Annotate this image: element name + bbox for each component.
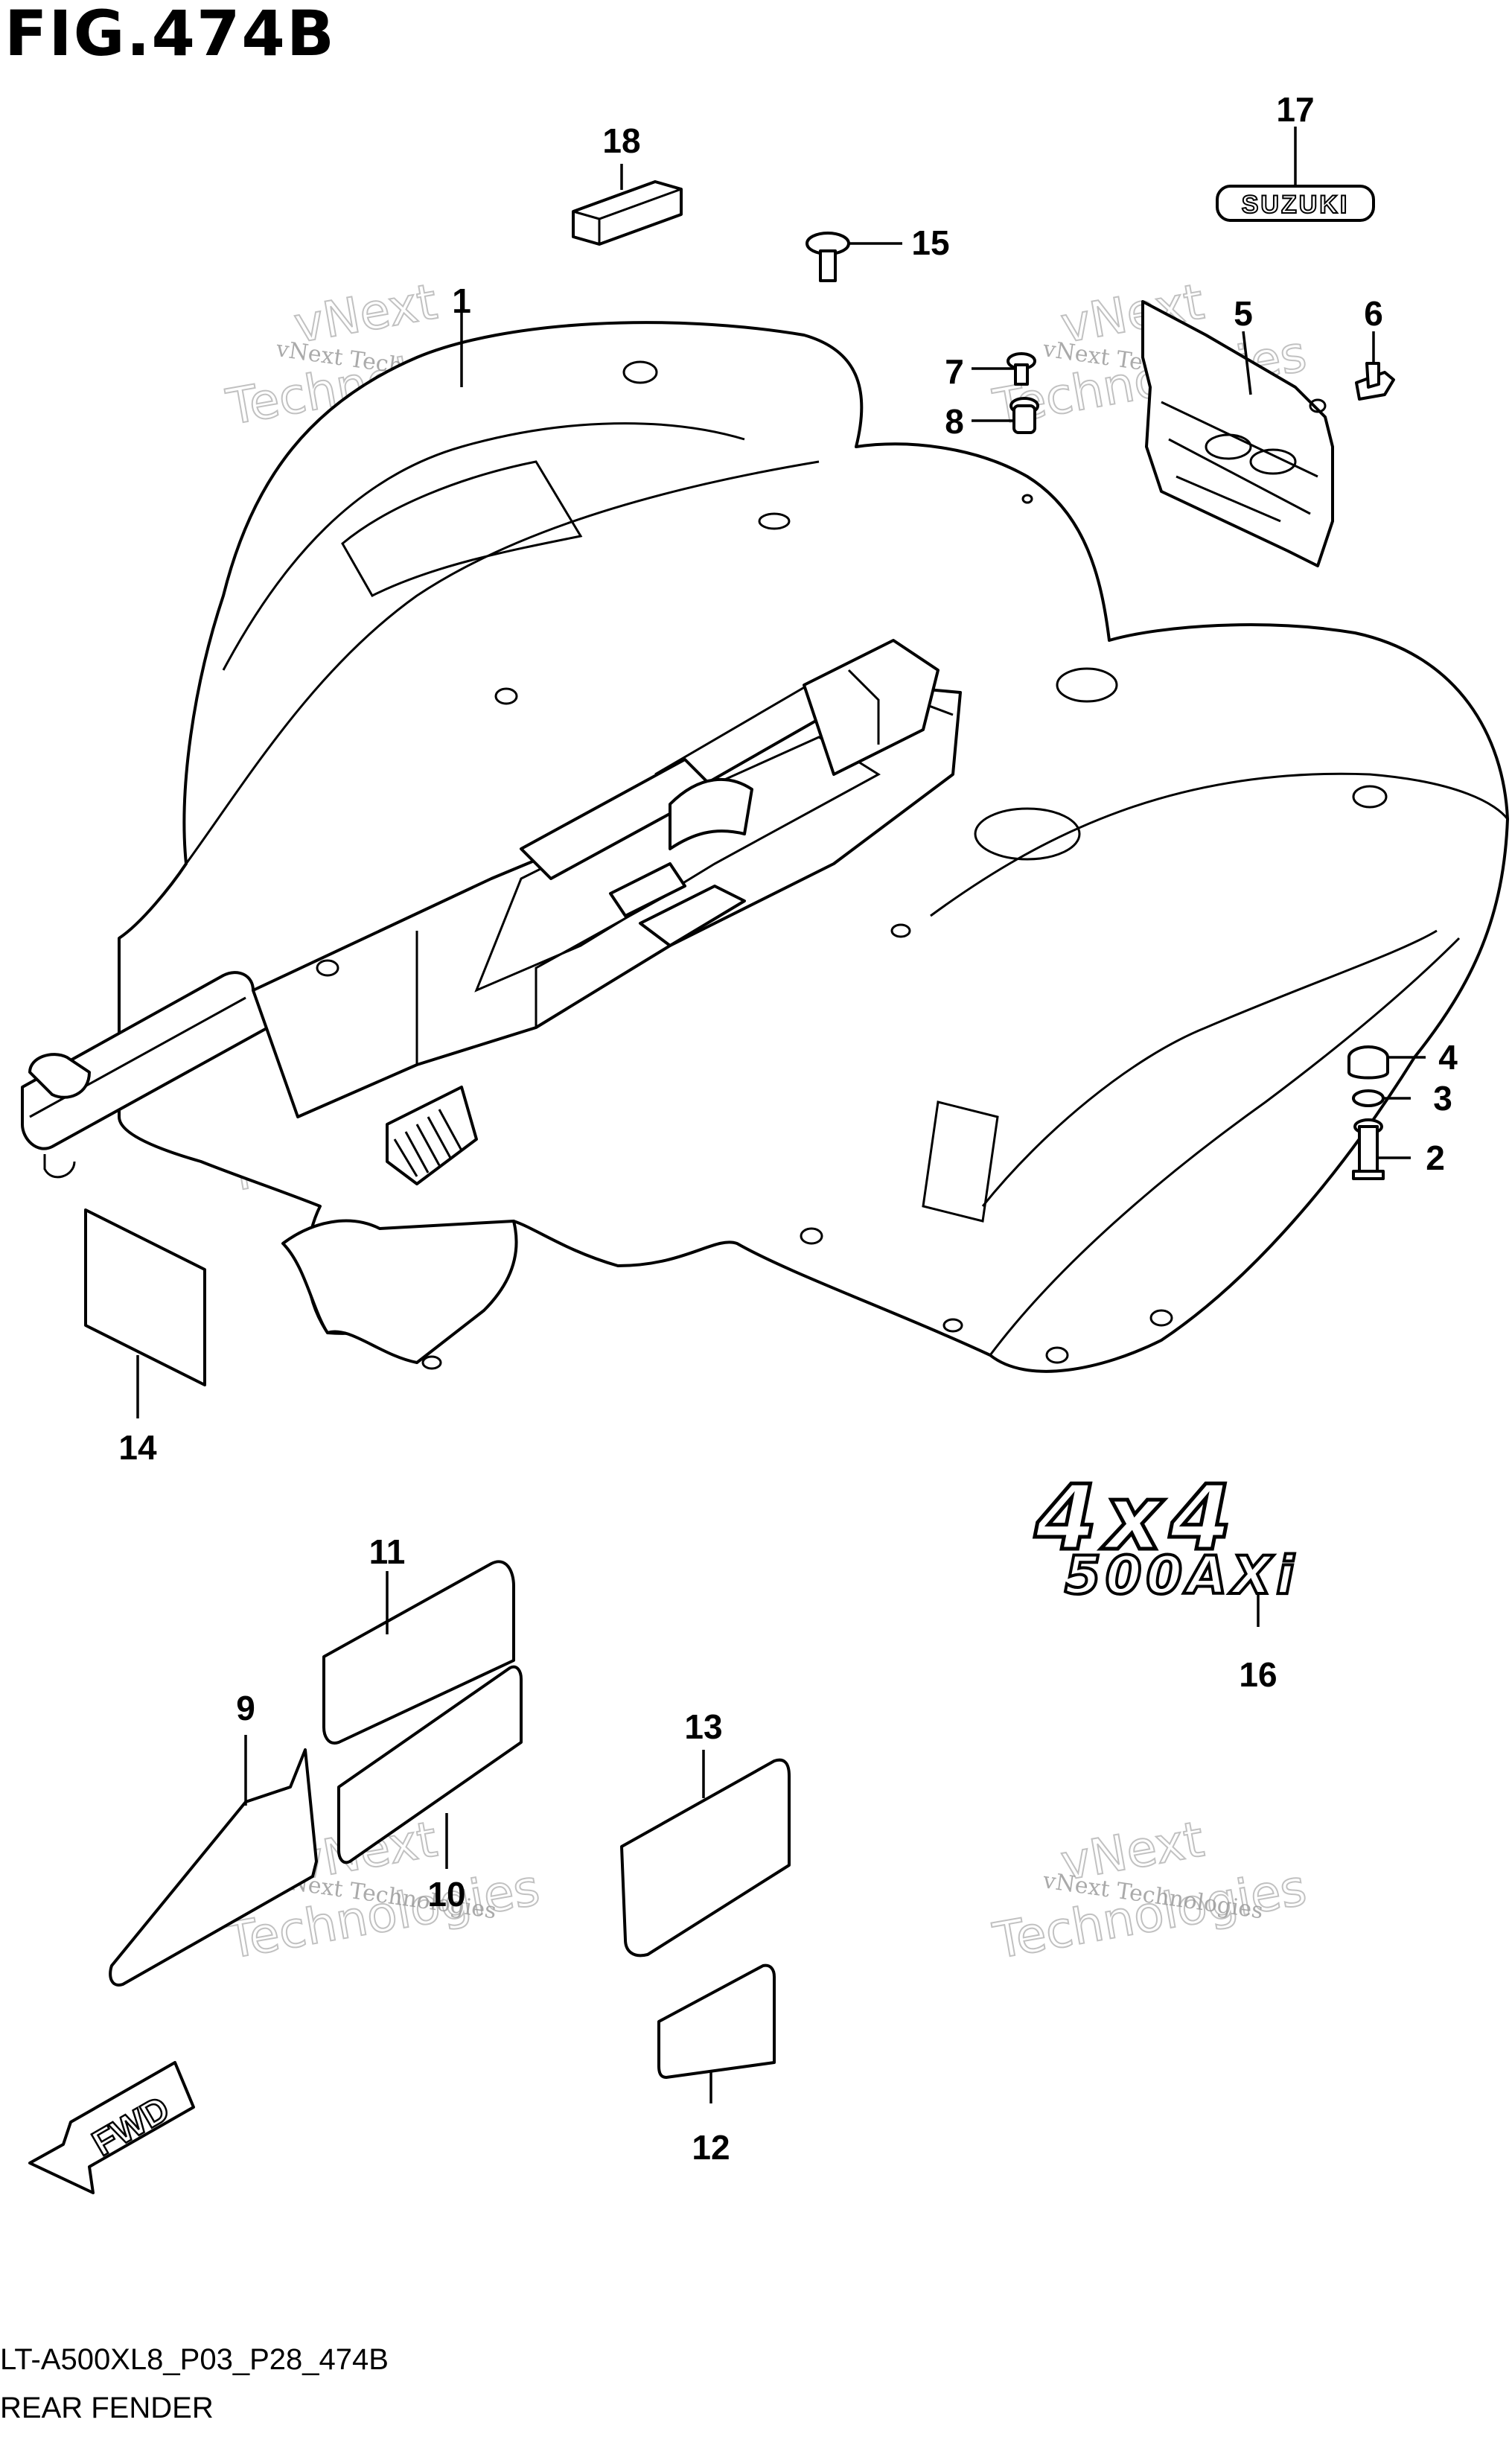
callout-4: 4	[1438, 1038, 1458, 1077]
model-decal-bottom-text: 500AXi	[1065, 1545, 1298, 1606]
callout-2: 2	[1426, 1138, 1445, 1177]
part-2-bolt	[1352, 1118, 1385, 1180]
callout-9: 9	[236, 1689, 255, 1727]
callout-18: 18	[602, 121, 640, 160]
part-8-nut	[1009, 397, 1039, 434]
watermark-text: vNext	[290, 273, 441, 354]
callout-7: 7	[945, 352, 964, 391]
part-9-label	[109, 1748, 318, 1987]
diagram-caption: REAR FENDER	[0, 2392, 214, 2424]
callout-17: 17	[1276, 90, 1314, 129]
leader-lines	[136, 127, 1426, 2103]
diagram-code: LT-A500XL8_P03_P28_474B	[0, 2343, 389, 2376]
callout-13: 13	[684, 1707, 722, 1746]
part-11-label	[322, 1560, 515, 1745]
part-18-block	[572, 180, 683, 246]
part-15-screw	[806, 232, 850, 282]
figure-title: FIG.474B	[4, 0, 336, 70]
part-10-label	[337, 1665, 523, 1864]
callout-6: 6	[1364, 294, 1383, 333]
callout-3: 3	[1433, 1079, 1452, 1118]
callout-numbers: 18 17 15 1 5 6 7 8 4 3 2 14 16 11 9 10 1…	[118, 90, 1458, 2167]
callout-12: 12	[692, 2128, 730, 2167]
part-13-label	[620, 1758, 791, 1958]
model-decal-top-text: 4x4	[1034, 1467, 1239, 1570]
part-7-screw	[1007, 352, 1036, 386]
callout-15: 15	[911, 223, 949, 262]
callout-11: 11	[369, 1532, 406, 1571]
part-4-grommet	[1347, 1045, 1389, 1080]
callout-14: 14	[118, 1428, 157, 1467]
callout-10: 10	[427, 1875, 465, 1914]
part-6-clip	[1355, 362, 1395, 401]
part-12-label	[657, 1963, 776, 2079]
part-16-model-decal: 4x4 500AXi	[1033, 1465, 1298, 1608]
callout-1: 1	[452, 281, 471, 320]
fwd-arrow-icon: FWD	[28, 2061, 195, 2194]
callout-5: 5	[1234, 294, 1253, 333]
part-17-suzuki-emblem: SUZUKI	[1216, 185, 1375, 222]
callout-8: 8	[945, 402, 964, 441]
part-3-washer	[1352, 1089, 1385, 1107]
suzuki-decal-text: SUZUKI	[1242, 191, 1350, 219]
rear-fender-part	[21, 321, 1509, 1373]
part-14-label	[84, 1208, 206, 1386]
callout-16: 16	[1239, 1655, 1277, 1694]
part-5-bracket	[1141, 300, 1334, 567]
